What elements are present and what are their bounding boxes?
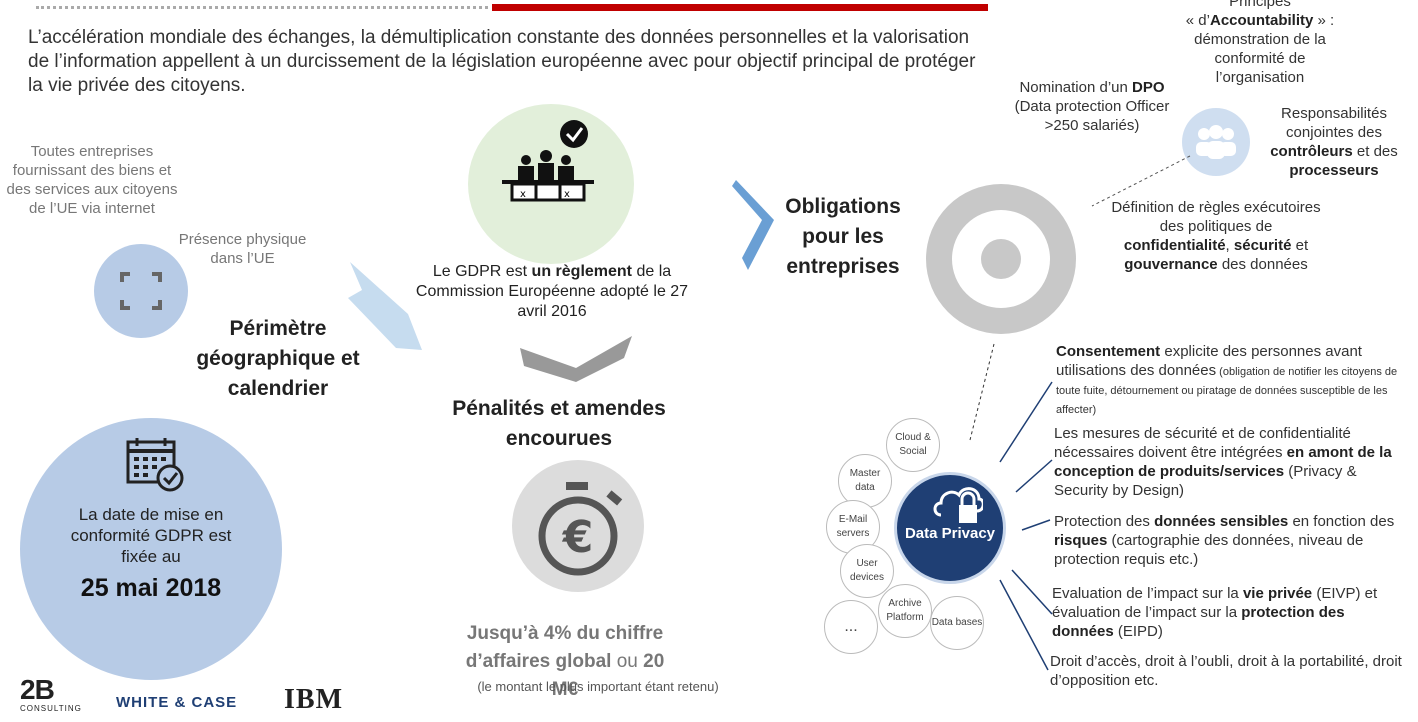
euro-stopwatch-icon: € (538, 482, 623, 576)
privacy-connectors (999, 381, 1053, 671)
privacy-item-1: Consentement explicite des personnes ava… (1056, 343, 1398, 416)
deadline-date: 25 mai 2018 (80, 574, 222, 602)
location-circle (94, 244, 188, 338)
amount-note: (le montant le plus important étant rete… (477, 679, 719, 694)
privacy-item-3: Protection des données sensibles en fonc… (1054, 513, 1395, 568)
rules-text: Définition de règles exécutoires des pol… (1111, 199, 1321, 273)
presence-text: Présence physique dans l’UE (178, 231, 307, 267)
target-center (981, 239, 1021, 279)
reglement-text: Le GDPR est un règlement de la Commissio… (415, 263, 689, 320)
bubble-databases: Data bases (930, 596, 984, 650)
bubble-more: ... (824, 600, 878, 654)
stopwatch-circle: € (512, 460, 644, 592)
responsabilites-text: Responsabilités conjointes des contrôleu… (1270, 105, 1398, 179)
people-circle (1182, 108, 1250, 176)
svg-text:x: x (520, 189, 526, 200)
intro-text: L’accélération mondiale des échanges, la… (28, 27, 976, 96)
dashed-connector (1091, 155, 1191, 207)
bubble-master-data: Master data (838, 454, 892, 508)
chevron-left-arrow (348, 262, 422, 350)
logo-white-case: WHITE & CASE (116, 694, 238, 711)
logo-2b-consulting: 2B CONSULTING (20, 674, 82, 714)
council-vote-icon: x x (502, 120, 594, 202)
penalites-heading: Pénalités et amendes encourues (452, 397, 666, 450)
privacy-item-2: Les mesures de sécurité et de confidenti… (1054, 425, 1392, 499)
amount-text: Jusqu’à 4% du chiffre d’affaires global … (465, 623, 665, 700)
date-circle (20, 418, 282, 680)
date-intro-text: La date de mise en conformité GDPR est f… (70, 505, 232, 566)
frame-icon (120, 272, 162, 310)
data-privacy-label: Data Privacy (904, 525, 996, 542)
dpo-text: Nomination d’un DPO (Data protection Off… (1014, 79, 1170, 134)
bubble-archive: Archive Platform (878, 584, 932, 638)
bubble-cloud: Cloud & Social (886, 418, 940, 472)
logo-ibm: IBM (284, 684, 343, 715)
target-ring (926, 184, 1076, 334)
top-dotted-line (36, 6, 488, 9)
privacy-item-5: Droit d’accès, droit à l’oubli, droit à … (1050, 653, 1402, 689)
companies-text: Toutes entreprises fournissant des biens… (6, 143, 178, 217)
privacy-item-4: Evaluation de l’impact sur la vie privée… (1052, 585, 1378, 640)
svg-text:€: € (562, 512, 594, 563)
bubble-user-devices: User devices (840, 544, 894, 598)
chevron-right-arrow (732, 180, 774, 270)
svg-text:x: x (564, 189, 570, 200)
dashed-connector-2 (969, 343, 995, 441)
data-privacy-circle: Data Privacy (894, 472, 1006, 584)
people-icon (1196, 125, 1236, 159)
calendar-icon (126, 438, 184, 492)
perimetre-heading: Périmètre géographique et calendrier (196, 317, 360, 400)
accountability-text: Principes « d’Accountability » : démonst… (1185, 0, 1335, 86)
chevron-down-arrow (520, 336, 632, 382)
cloud-lock-icon (933, 487, 983, 523)
top-red-bar (492, 4, 988, 11)
obligations-heading: Obligations pour les entreprises (785, 195, 901, 278)
